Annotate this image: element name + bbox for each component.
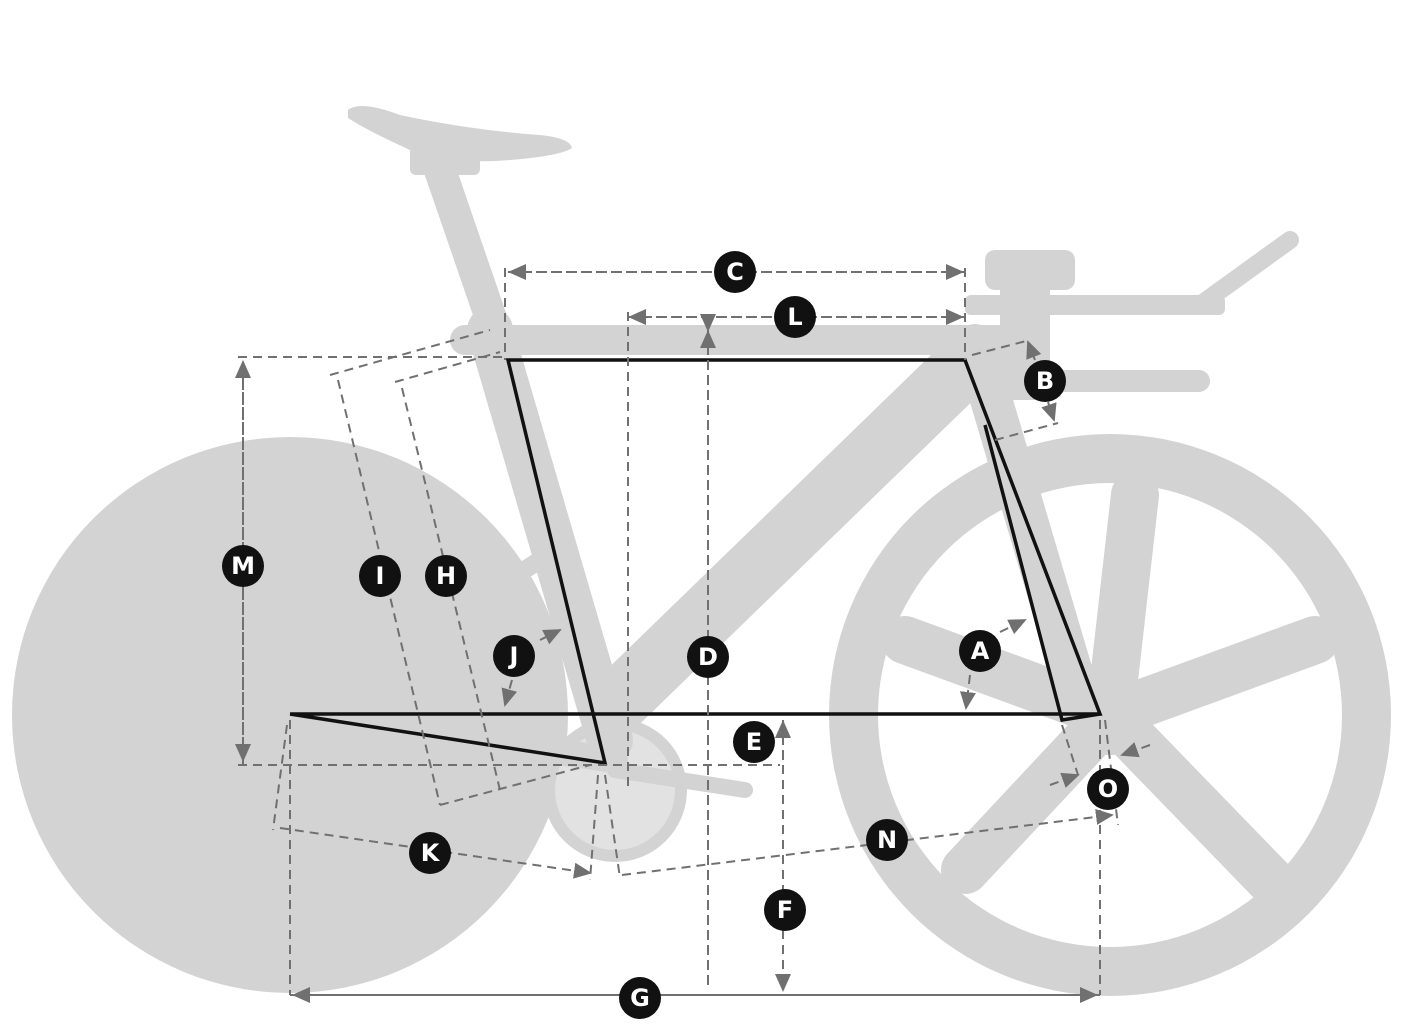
label-i: I bbox=[359, 555, 401, 597]
svg-text:O: O bbox=[1098, 775, 1118, 803]
svg-text:L: L bbox=[787, 303, 802, 331]
label-b: B bbox=[1024, 360, 1066, 402]
label-j: J bbox=[493, 635, 535, 677]
label-e: E bbox=[733, 721, 775, 763]
svg-text:A: A bbox=[971, 637, 990, 665]
label-a: A bbox=[959, 630, 1001, 672]
crank-arm bbox=[607, 762, 753, 798]
handlebar-stem bbox=[965, 231, 1299, 400]
svg-text:K: K bbox=[421, 839, 441, 867]
label-d: D bbox=[687, 636, 729, 678]
svg-text:B: B bbox=[1036, 367, 1054, 395]
label-c: C bbox=[714, 251, 756, 293]
frame-geometry-lines bbox=[289, 358, 1103, 766]
label-f: F bbox=[764, 889, 806, 931]
svg-text:F: F bbox=[777, 896, 793, 924]
svg-text:D: D bbox=[698, 643, 718, 671]
label-h: H bbox=[425, 555, 467, 597]
label-n: N bbox=[866, 819, 908, 861]
label-k: K bbox=[409, 832, 451, 874]
svg-text:C: C bbox=[726, 258, 744, 286]
saddle bbox=[348, 106, 572, 162]
svg-text:H: H bbox=[436, 562, 456, 590]
label-m: M bbox=[222, 545, 264, 587]
label-g: G bbox=[619, 977, 661, 1019]
svg-text:E: E bbox=[746, 728, 762, 756]
svg-text:M: M bbox=[231, 552, 255, 580]
dimension-labels: C L B M I H J D A E O K N F G bbox=[222, 251, 1129, 1019]
svg-text:I: I bbox=[376, 562, 385, 590]
label-o: O bbox=[1087, 768, 1129, 810]
bike-silhouette bbox=[12, 106, 1391, 996]
svg-text:N: N bbox=[877, 826, 897, 854]
front-spoked-wheel bbox=[829, 434, 1391, 996]
label-l: L bbox=[774, 296, 816, 338]
svg-text:G: G bbox=[630, 984, 650, 1012]
svg-text:J: J bbox=[508, 642, 519, 670]
